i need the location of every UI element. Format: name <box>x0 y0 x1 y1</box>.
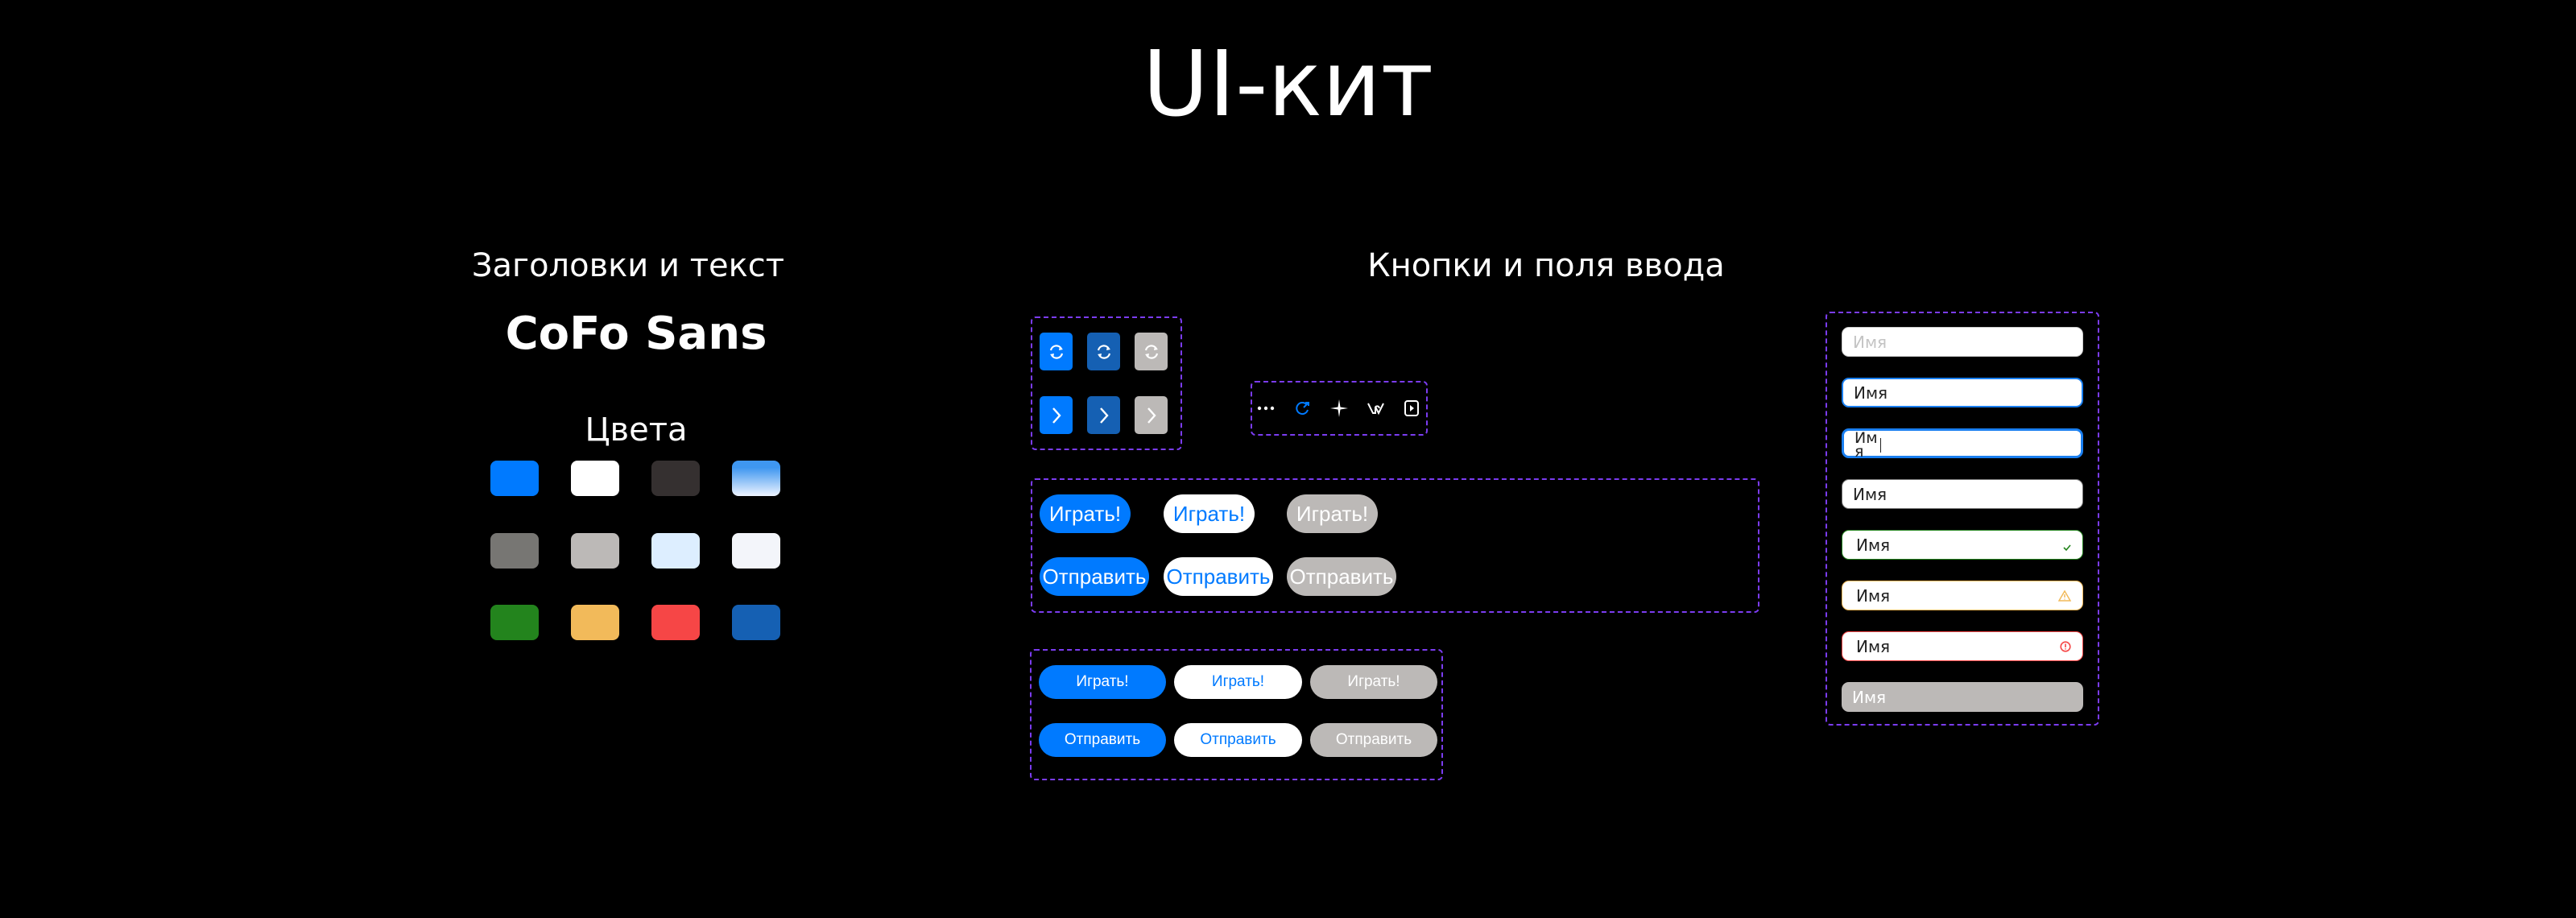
send-button-disabled[interactable]: Отправить <box>1287 557 1396 596</box>
name-input-disabled[interactable]: Имя <box>1842 682 2083 712</box>
input-placeholder: Имя <box>1853 332 1888 352</box>
chevron-right-button[interactable] <box>1135 396 1168 434</box>
input-value: Имя <box>1854 429 1878 461</box>
color-swatch <box>651 461 700 496</box>
input-value: Имя <box>1856 535 1891 555</box>
refresh-button[interactable] <box>1135 333 1168 370</box>
video-play-icon[interactable] <box>1401 398 1422 419</box>
more-dots-icon[interactable] <box>1255 398 1276 419</box>
name-input-warning[interactable]: Имя <box>1842 581 2083 610</box>
name-input-typing[interactable]: Имя <box>1842 428 2083 461</box>
play-button-small-secondary[interactable]: Играть! <box>1174 665 1302 699</box>
color-swatch <box>490 605 539 640</box>
chevron-right-icon <box>1052 407 1061 424</box>
text-cursor <box>1880 438 1881 453</box>
section-heading-typography: Заголовки и текст <box>471 247 785 284</box>
small-buttons-group <box>1030 649 1443 780</box>
refresh-button[interactable] <box>1040 333 1073 370</box>
play-button-small-primary[interactable]: Играть! <box>1039 665 1166 699</box>
input-value: Имя <box>1856 585 1891 606</box>
inputs-group <box>1826 312 2099 726</box>
refresh-icon <box>1095 343 1113 361</box>
play-button-disabled[interactable]: Играть! <box>1287 494 1378 533</box>
chevron-right-icon <box>1147 407 1156 424</box>
warning-icon <box>2057 586 2072 606</box>
color-swatch <box>571 532 619 569</box>
chevron-right-button[interactable] <box>1087 396 1120 434</box>
page-title: UI-кит <box>1142 32 1434 137</box>
color-swatch <box>571 461 619 496</box>
refresh-icon <box>1048 343 1065 361</box>
name-input-error[interactable]: Имя <box>1842 631 2083 661</box>
chevron-right-button[interactable] <box>1040 396 1073 434</box>
input-value: Имя <box>1853 484 1888 504</box>
input-value: Имя <box>1852 687 1887 707</box>
name-input-filled[interactable]: Имя <box>1842 479 2083 509</box>
play-button-secondary[interactable]: Играть! <box>1164 494 1255 533</box>
color-swatch <box>490 532 539 569</box>
send-button-primary[interactable]: Отправить <box>1040 557 1149 596</box>
color-swatch <box>732 532 780 569</box>
color-swatch <box>490 461 539 496</box>
error-icon <box>2060 637 2071 656</box>
color-swatch <box>651 605 700 640</box>
send-button-small-primary[interactable]: Отправить <box>1039 723 1166 757</box>
share-arrow-icon[interactable] <box>1292 398 1313 419</box>
color-swatch <box>651 532 700 569</box>
send-button-secondary[interactable]: Отправить <box>1164 557 1273 596</box>
vk-icon[interactable] <box>1366 398 1387 419</box>
color-swatch <box>732 605 780 640</box>
icon-buttons-group <box>1031 316 1182 450</box>
send-button-small-secondary[interactable]: Отправить <box>1174 723 1302 757</box>
name-input-success[interactable]: Имя <box>1842 530 2083 560</box>
chevron-right-icon <box>1099 407 1109 424</box>
section-heading-controls: Кнопки и поля ввода <box>1367 247 1725 284</box>
large-buttons-group <box>1031 478 1759 613</box>
name-input-placeholder[interactable]: Имя <box>1842 327 2083 357</box>
play-button-primary[interactable]: Играть! <box>1040 494 1131 533</box>
play-button-small-disabled[interactable]: Играть! <box>1310 665 1437 699</box>
sparkle-icon[interactable] <box>1329 398 1350 419</box>
color-swatch <box>732 461 780 496</box>
check-icon <box>2063 536 2071 555</box>
input-value: Имя <box>1856 636 1891 656</box>
font-name: CoFo Sans <box>505 308 767 360</box>
send-button-small-disabled[interactable]: Отправить <box>1310 723 1437 757</box>
name-input-focused[interactable]: Имя <box>1842 378 2083 407</box>
refresh-icon <box>1143 343 1160 361</box>
input-value: Имя <box>1854 382 1888 403</box>
section-heading-colors: Цвета <box>585 411 688 449</box>
refresh-button[interactable] <box>1087 333 1120 370</box>
social-icons-group <box>1251 381 1428 436</box>
color-swatch <box>571 605 619 640</box>
